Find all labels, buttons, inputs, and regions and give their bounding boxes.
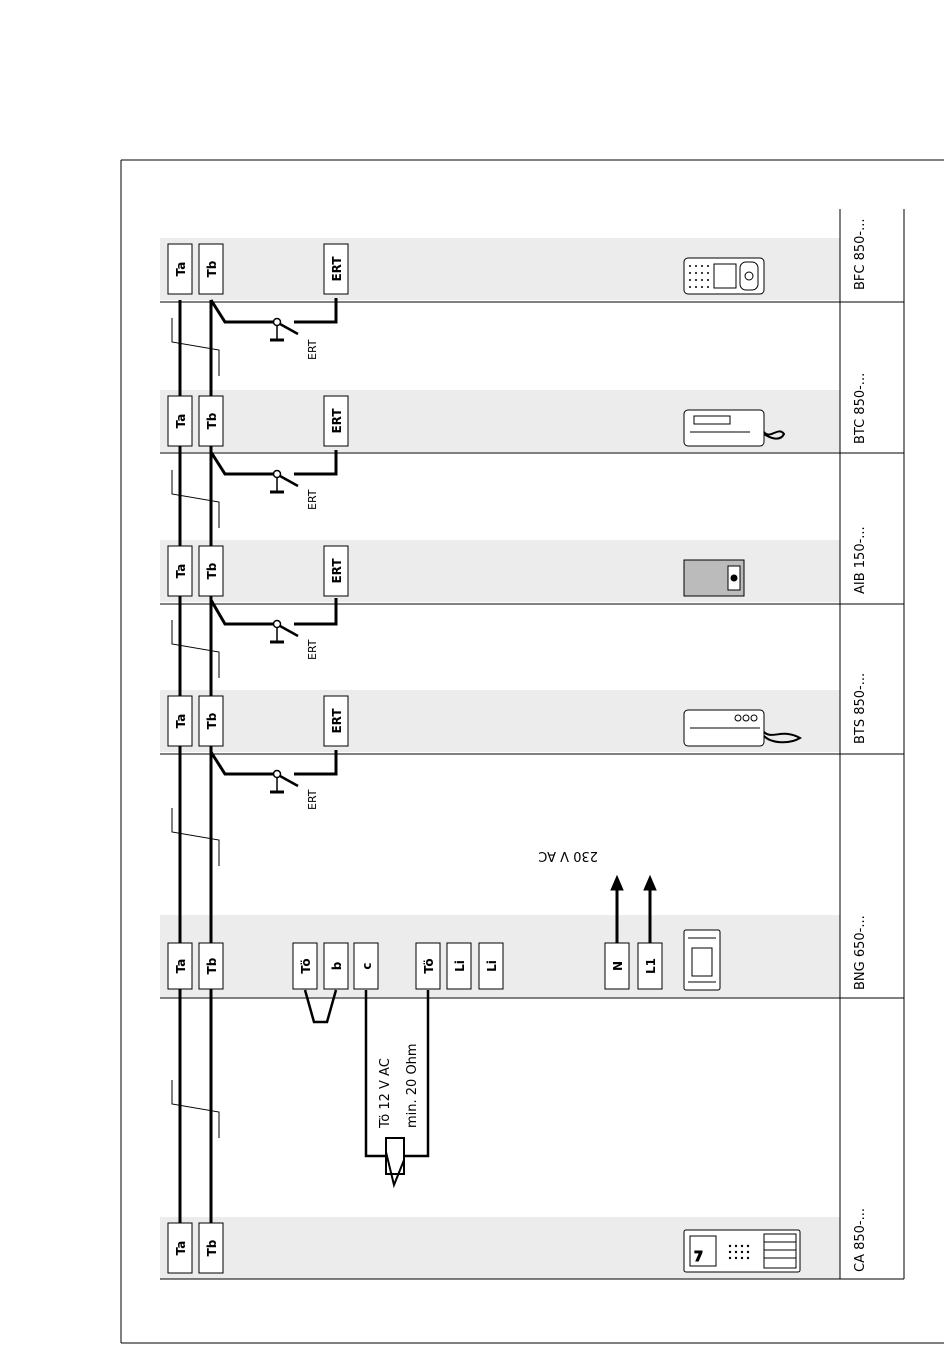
terminal-l1: L1 xyxy=(644,958,658,974)
terminal-tb: Tb xyxy=(205,562,219,579)
ert-switch-bts xyxy=(270,771,298,793)
terminal-to: Tö xyxy=(299,958,313,973)
terminal-ta: Ta xyxy=(174,1241,188,1256)
terminal-ta: Ta xyxy=(174,714,188,729)
terminal-c: c xyxy=(360,962,374,969)
device-name-aib: AIB 150-... xyxy=(853,526,868,594)
device-name-bfc: BFC 850-... xyxy=(853,218,868,290)
device-bfc-icon xyxy=(684,258,764,294)
device-bands xyxy=(160,238,840,1279)
device-name-btc: BTC 850-... xyxy=(853,373,868,444)
terminal-tb: Tb xyxy=(205,957,219,974)
terminal-to: Tö xyxy=(422,958,436,973)
panel-code: 7 xyxy=(694,1250,703,1265)
device-name-bts: BTS 850-... xyxy=(853,673,868,744)
terminal-ta: Ta xyxy=(174,414,188,429)
ert-switch-label: ERT xyxy=(306,339,319,360)
device-bng-icon xyxy=(684,930,720,990)
device-name-bng: BNG 650-... xyxy=(853,915,868,990)
terminal-ert: ERT xyxy=(330,408,344,434)
terminal-ert: ERT xyxy=(330,256,344,282)
terminal-tb: Tb xyxy=(205,412,219,429)
device-name-ca: CA 850-... xyxy=(853,1208,868,1272)
terminal-ert: ERT xyxy=(330,708,344,734)
ert-wire-bfc xyxy=(211,300,276,322)
terminal-ta: Ta xyxy=(174,564,188,579)
terminal-n: N xyxy=(611,961,625,971)
mains-voltage-label: 230 V AC xyxy=(538,848,598,863)
terminal-li: Li xyxy=(485,960,499,972)
terminal-ert: ERT xyxy=(330,558,344,584)
ert-switch-label: ERT xyxy=(306,489,319,510)
ert-wire-bts xyxy=(211,752,276,774)
terminal-li: Li xyxy=(453,960,467,972)
device-ca-icon: 7 xyxy=(684,1230,800,1272)
ert-switch-aib xyxy=(270,621,298,643)
ert-switch-bfc xyxy=(270,319,298,341)
terminal-tb: Tb xyxy=(205,712,219,729)
ert-wire-btc xyxy=(211,452,276,474)
terminal-ta: Ta xyxy=(174,959,188,974)
ert-wire-btc-ret xyxy=(294,450,336,474)
ert-switch-label: ERT xyxy=(306,639,319,660)
arrow-l1-head xyxy=(644,876,656,890)
terminal-b: b xyxy=(330,961,344,970)
ert-switch-btc xyxy=(270,471,298,493)
arrow-n-head xyxy=(611,876,623,890)
ert-switch-label: ERT xyxy=(306,789,319,810)
opener-voltage-label: Tö 12 V AC xyxy=(378,1058,393,1129)
terminal-ta: Ta xyxy=(174,262,188,277)
opener-resistance-label: min. 20 Ohm xyxy=(405,1043,420,1128)
terminal-tb: Tb xyxy=(205,260,219,277)
terminal-tb: Tb xyxy=(205,1239,219,1256)
device-aib-icon xyxy=(684,560,744,596)
door-opener-symbol xyxy=(386,1138,404,1185)
